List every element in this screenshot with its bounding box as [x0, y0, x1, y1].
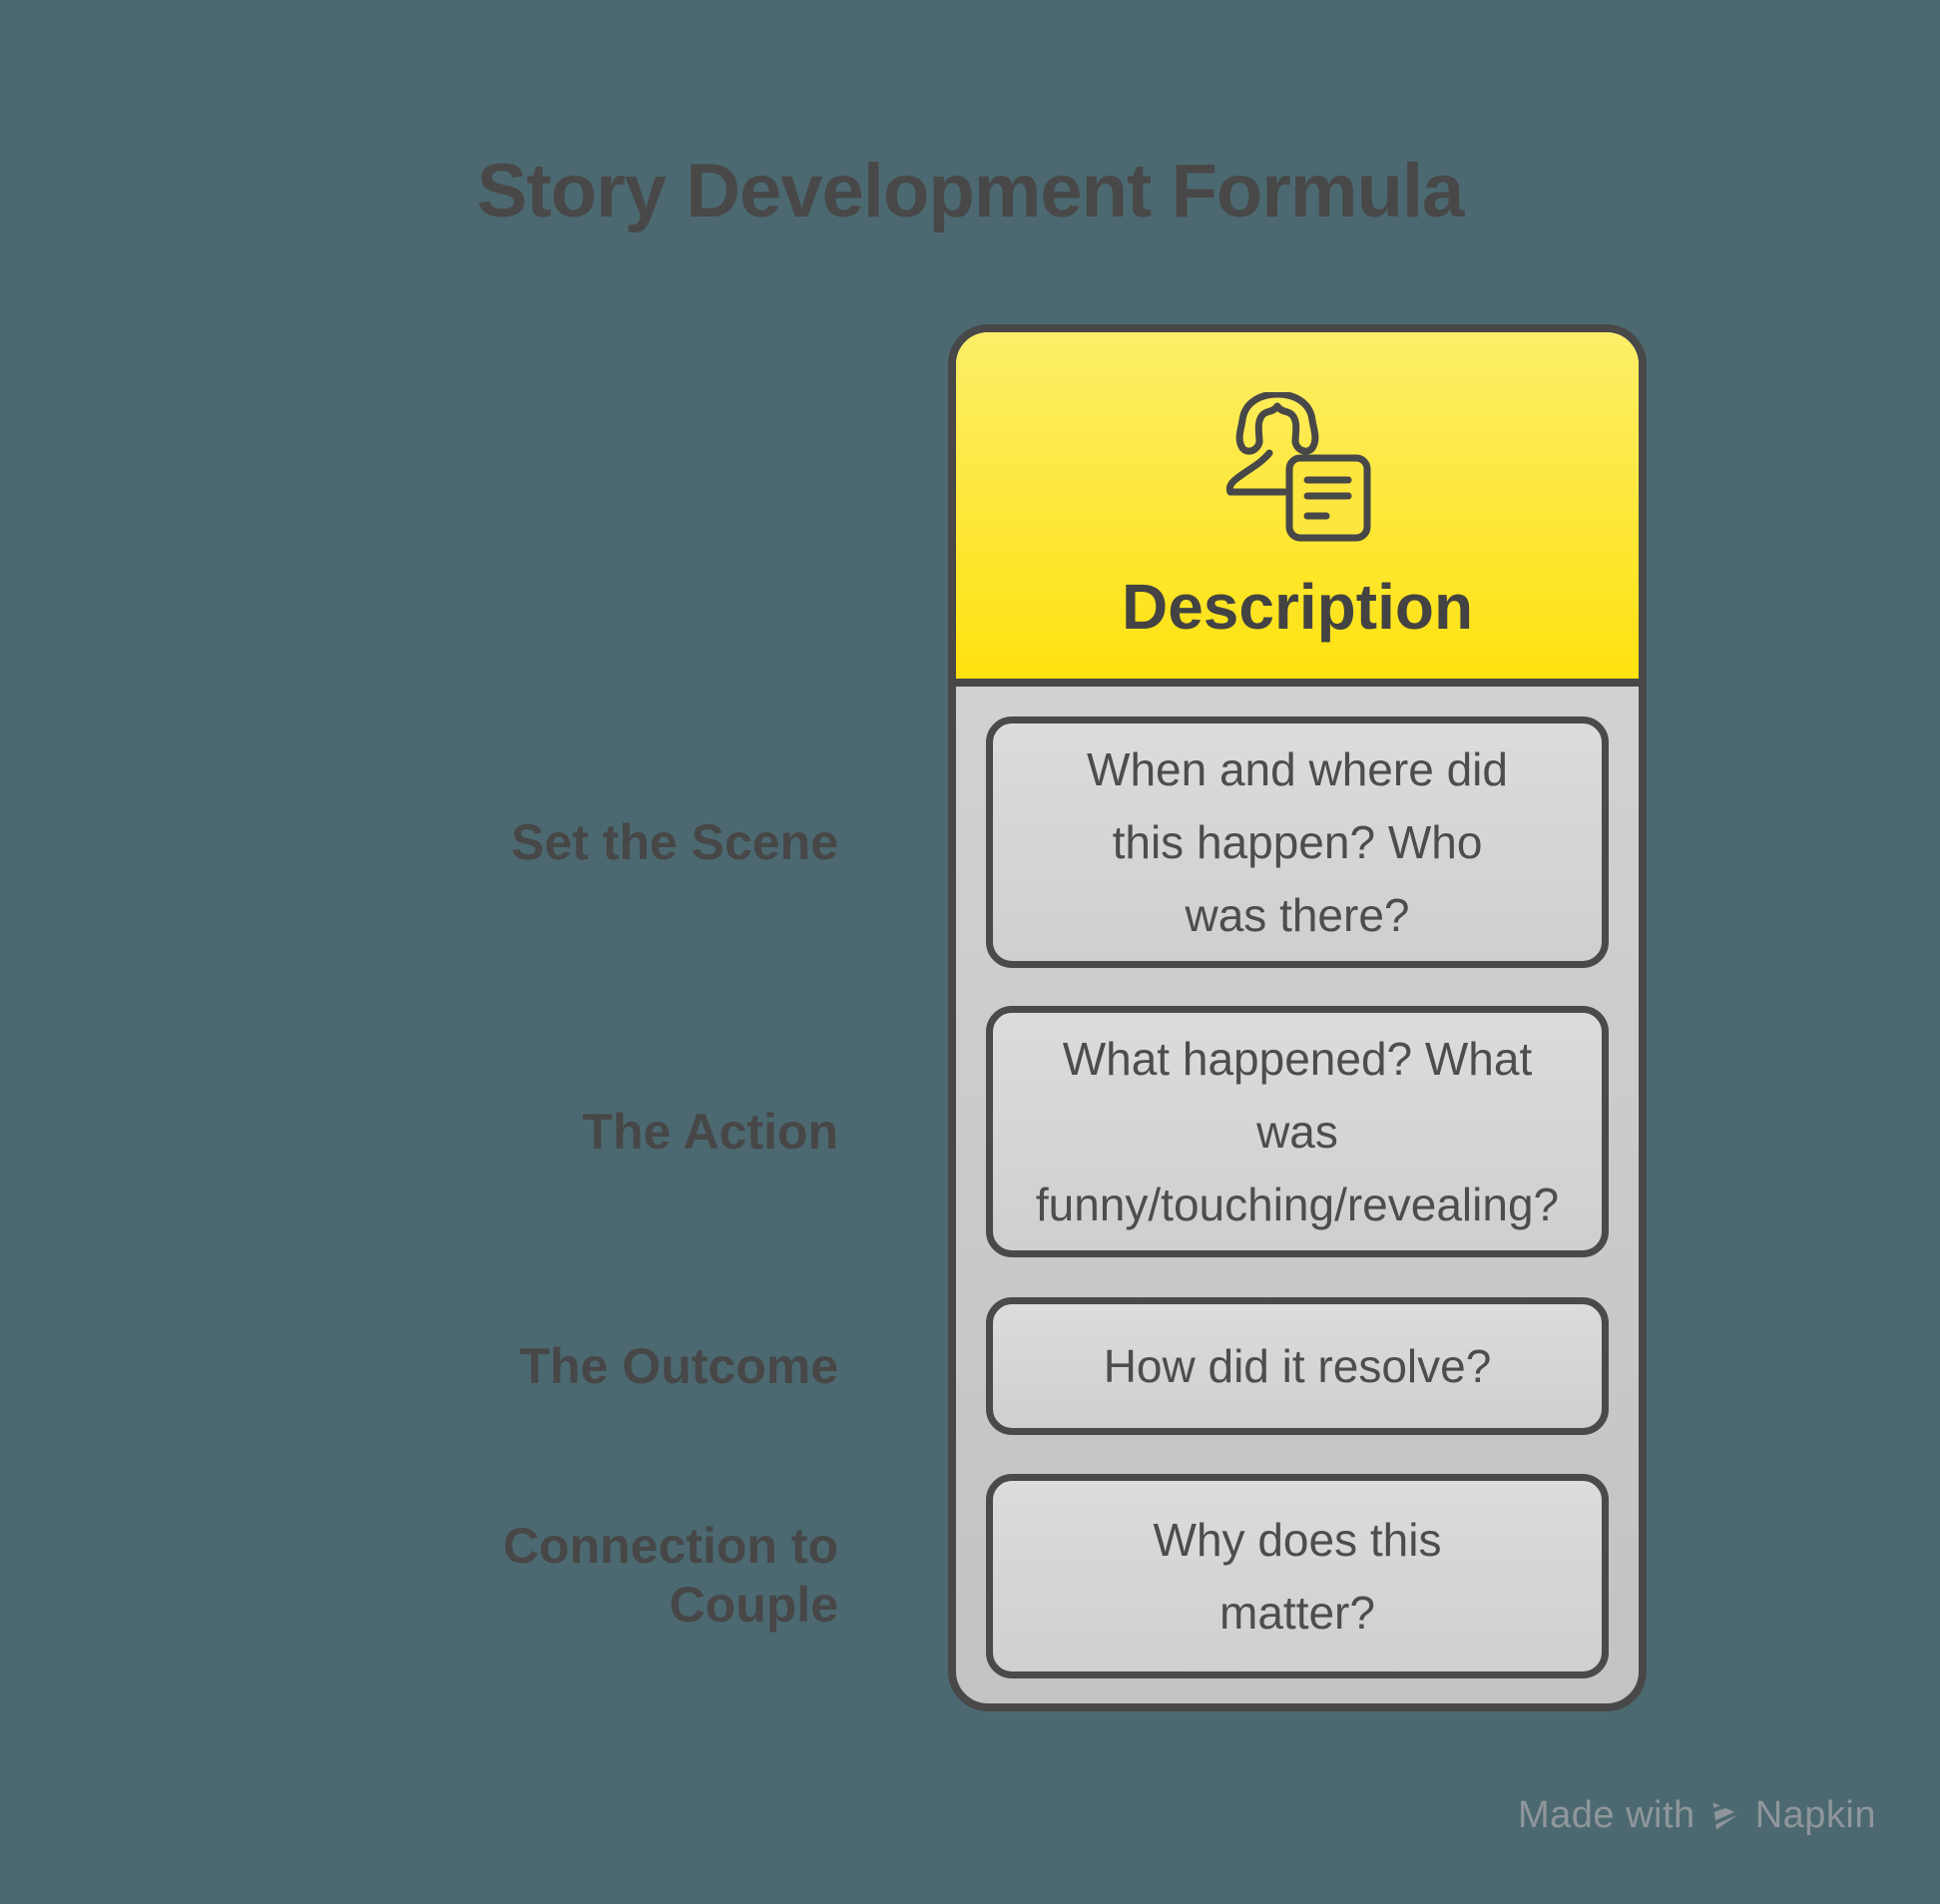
row-label-set-the-scene: Set the Scene	[511, 814, 838, 870]
column-header-label: Description	[1121, 571, 1474, 643]
cell-the-action: What happened? What was funny/touching/r…	[986, 1006, 1609, 1257]
cell-connection-to-couple: Why does this matter?	[986, 1474, 1609, 1678]
person-document-icon	[1222, 390, 1372, 542]
made-with-napkin-footer: Made with Napkin	[1518, 1794, 1876, 1837]
napkin-logo-icon	[1707, 1798, 1743, 1834]
made-with-text: Made with	[1518, 1794, 1696, 1836]
cell-the-outcome: How did it resolve?	[986, 1297, 1609, 1435]
napkin-brand-text: Napkin	[1754, 1794, 1876, 1836]
description-column-card: Description When and where did this happ…	[948, 324, 1647, 1711]
page-title: Story Development Formula	[476, 149, 1465, 234]
column-header: Description	[956, 332, 1639, 687]
row-label-connection-to-couple: Connection to Couple	[502, 1518, 838, 1633]
row-label-the-action: The Action	[582, 1104, 838, 1160]
cell-set-the-scene: When and where did this happen? Who was …	[986, 716, 1609, 968]
row-label-the-outcome: The Outcome	[519, 1338, 838, 1394]
